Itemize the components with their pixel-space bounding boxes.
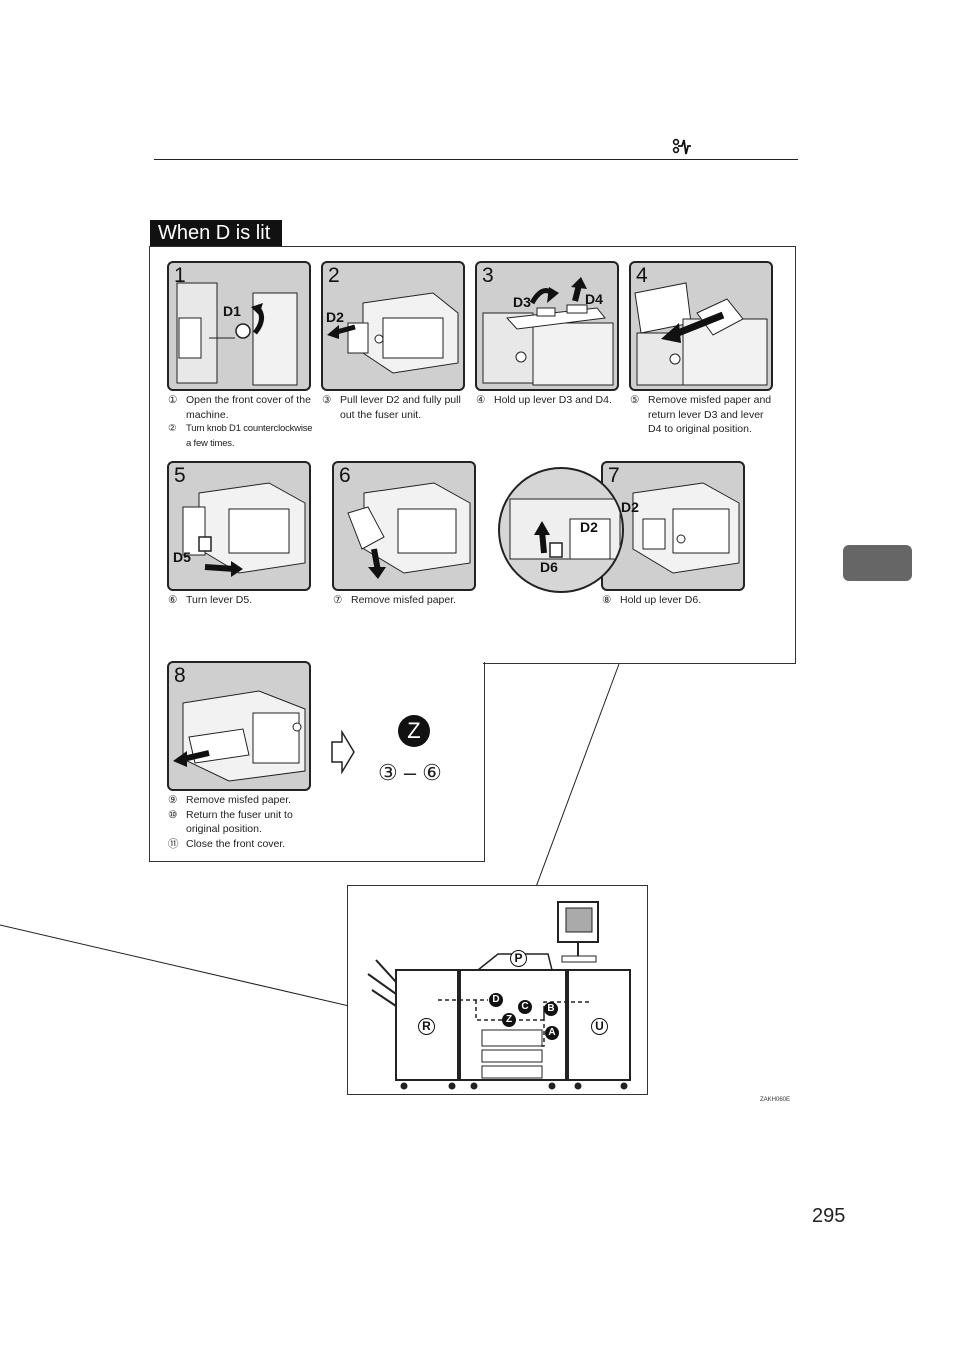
location-b-label: B (544, 1002, 558, 1016)
callout-label: D2 (580, 519, 598, 535)
callout-label: D6 (540, 559, 558, 575)
figure-code: ZAKH060E (760, 1097, 791, 1103)
callout-label: D5 (173, 549, 191, 565)
step-number: 8 (174, 664, 186, 687)
location-c-label: C (518, 1000, 532, 1014)
location-p-label: P (510, 950, 527, 967)
section-title: When D is lit (150, 220, 283, 246)
callout-label: D2 (621, 499, 639, 515)
step-number: 5 (174, 464, 186, 487)
location-d-label: D (489, 993, 503, 1007)
location-r-label: R (418, 1018, 435, 1035)
callout-label: D1 (223, 303, 241, 319)
step-1-illustration: 1 D1 (167, 261, 311, 391)
step-5-illustration: 5 D5 (167, 461, 311, 591)
next-step-range: ③ – ⑥ (378, 760, 442, 785)
next-arrow-icon (331, 730, 355, 774)
location-u-label: U (591, 1018, 608, 1035)
step-number: 3 (482, 264, 494, 287)
step-7-zoom-detail: D2 D6 (498, 467, 624, 593)
callout-label: D2 (326, 309, 344, 325)
location-z-label: Z (502, 1013, 516, 1027)
header-rule (154, 159, 798, 160)
step-number: 6 (339, 464, 351, 487)
page-number: 295 (812, 1205, 846, 1227)
next-location-badge: Z (398, 715, 430, 747)
step-2-illustration: 2 D2 (321, 261, 465, 391)
step-number: 1 (174, 264, 186, 287)
misfeed-icon (672, 138, 691, 155)
chapter-tab (843, 545, 912, 581)
callout-label: D3 (513, 294, 531, 310)
location-a-label: A (545, 1026, 559, 1040)
step-8-illustration: 8 (167, 661, 311, 791)
step-7-illustration: 7 D2 (601, 461, 745, 591)
steps-frame-bottom (149, 662, 485, 862)
step-number: 4 (636, 264, 648, 287)
step-number: 2 (328, 264, 340, 287)
machine-location-diagram: P D C B Z A R U (347, 885, 648, 1095)
step-3-illustration: 3 D3 D4 (475, 261, 619, 391)
step-4-illustration: 4 (629, 261, 773, 391)
step-6-illustration: 6 (332, 461, 476, 591)
step-number: 7 (608, 464, 620, 487)
callout-label: D4 (585, 291, 603, 307)
